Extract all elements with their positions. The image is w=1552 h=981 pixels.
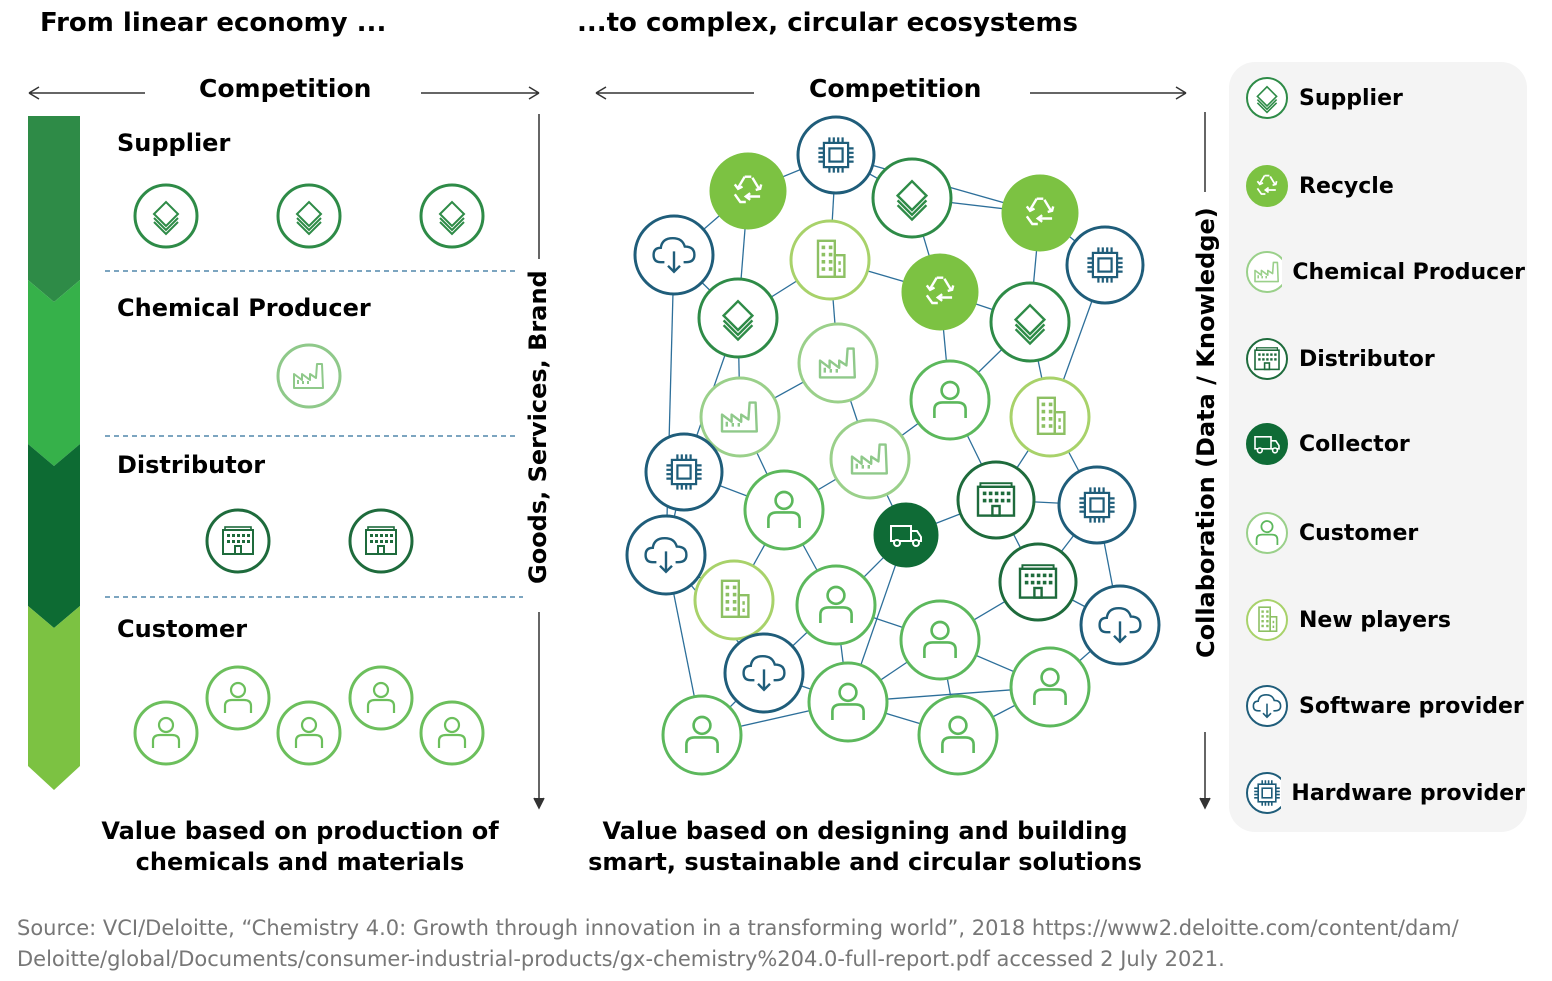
left-competition-label: Competition — [199, 74, 372, 103]
customer-icon — [419, 700, 485, 766]
recycle-node — [1001, 174, 1079, 252]
new-player-node — [1009, 376, 1091, 458]
chemical-producer-node — [797, 322, 879, 404]
supplier-node — [989, 281, 1071, 363]
stage-label-distributor: Distributor — [117, 451, 266, 479]
stage-label-customer: Customer — [117, 615, 248, 643]
customer-node — [1009, 646, 1091, 728]
left-competition-arrow — [28, 86, 540, 100]
right-competition-label: Competition — [809, 74, 982, 103]
legend-item-customer: Customer — [1245, 509, 1525, 557]
value-chain-arrow — [28, 116, 80, 790]
legend-label: Hardware provider — [1291, 780, 1525, 806]
legend-label: Supplier — [1299, 85, 1403, 111]
supplier-node — [697, 277, 779, 359]
truck-icon — [1246, 423, 1288, 465]
tall-building-icon — [1246, 599, 1288, 641]
supplier-icon — [133, 183, 199, 249]
stage-label-supplier: Supplier — [117, 129, 231, 157]
hardware-provider-node — [1065, 225, 1145, 305]
building-icon — [1246, 338, 1288, 380]
legend-item-software-provider: Software provider — [1245, 682, 1525, 730]
stage-label-chemical-producer: Chemical Producer — [117, 294, 371, 322]
legend-list: Supplier Recycle Chemical Producer Distr… — [1245, 74, 1525, 817]
customer-icon — [348, 665, 414, 731]
customer-node — [795, 564, 877, 646]
hardware-provider-node — [796, 115, 876, 195]
chip-icon — [1246, 772, 1282, 814]
legend-label: Distributor — [1299, 346, 1435, 372]
chemical-producer-icon — [276, 343, 342, 409]
chemical-producer-node — [699, 376, 781, 458]
new-player-node — [693, 559, 775, 641]
legend-item-chemical-producer: Chemical Producer — [1245, 248, 1525, 296]
ecosystem-network — [625, 115, 1161, 776]
factory-icon — [1246, 251, 1283, 293]
recycle-icon — [1246, 165, 1288, 207]
legend-label: Recycle — [1299, 173, 1394, 199]
collector-node — [873, 502, 939, 568]
right-heading: ...to complex, circular ecosystems — [577, 8, 1079, 38]
distributor-icon — [205, 508, 271, 574]
source-line-2: Deloitte/global/Documents/consumer-indus… — [17, 947, 1225, 971]
distributor-icon — [348, 508, 414, 574]
legend-item-new-players: New players — [1245, 596, 1525, 644]
customer-icon — [133, 700, 199, 766]
cloud-download-icon — [1246, 685, 1288, 727]
goods-services-brand-label: Goods, Services, Brand — [524, 270, 552, 584]
legend-label: Customer — [1299, 520, 1419, 546]
right-vertical-arrow — [1199, 112, 1211, 810]
recycle-node — [901, 253, 979, 331]
collaboration-label: Collaboration (Data / Knowledge) — [1192, 207, 1220, 658]
supplier-icon — [419, 183, 485, 249]
chemical-producer-node — [829, 418, 911, 500]
supplier-icon — [276, 183, 342, 249]
customer-node — [899, 599, 981, 681]
circular-value-text: Value based on designing and building sm… — [588, 817, 1142, 876]
distributor-node — [956, 460, 1036, 540]
customer-node — [743, 469, 825, 551]
customer-node — [807, 661, 889, 743]
legend-item-hardware-provider: Hardware provider — [1245, 769, 1525, 817]
left-vertical-arrow — [533, 114, 545, 810]
legend-item-collector: Collector — [1245, 420, 1525, 468]
customer-node — [917, 694, 999, 776]
source-line-1: Source: VCI/Deloitte, “Chemistry 4.0: Gr… — [17, 916, 1459, 940]
distributor-node — [998, 542, 1078, 622]
legend-item-supplier: Supplier — [1245, 74, 1525, 122]
linear-icons — [133, 183, 485, 766]
legend-label: Collector — [1299, 431, 1410, 457]
software-provider-node — [625, 514, 707, 596]
legend-item-recycle: Recycle — [1245, 162, 1525, 210]
new-player-node — [789, 219, 871, 301]
customer-icon — [205, 665, 271, 731]
stage-dividers — [105, 270, 523, 598]
right-competition-arrow — [595, 86, 1187, 100]
hardware-provider-node — [1057, 465, 1137, 545]
recycle-node — [709, 152, 787, 230]
software-provider-node — [633, 214, 715, 296]
legend-label: New players — [1299, 607, 1451, 633]
legend-label: Software provider — [1299, 693, 1524, 719]
linear-value-text: Value based on production of chemicals a… — [101, 817, 499, 876]
hardware-provider-node — [644, 432, 724, 512]
supplier-node — [871, 157, 953, 239]
legend-item-distributor: Distributor — [1245, 335, 1525, 383]
software-provider-node — [1079, 584, 1161, 666]
left-heading: From linear economy ... — [40, 8, 387, 38]
person-icon — [1246, 512, 1288, 554]
customer-icon — [276, 700, 342, 766]
customer-node — [661, 694, 743, 776]
software-provider-node — [723, 632, 805, 714]
legend-label: Chemical Producer — [1292, 259, 1525, 285]
customer-node — [909, 359, 991, 441]
layers-icon — [1246, 77, 1288, 119]
